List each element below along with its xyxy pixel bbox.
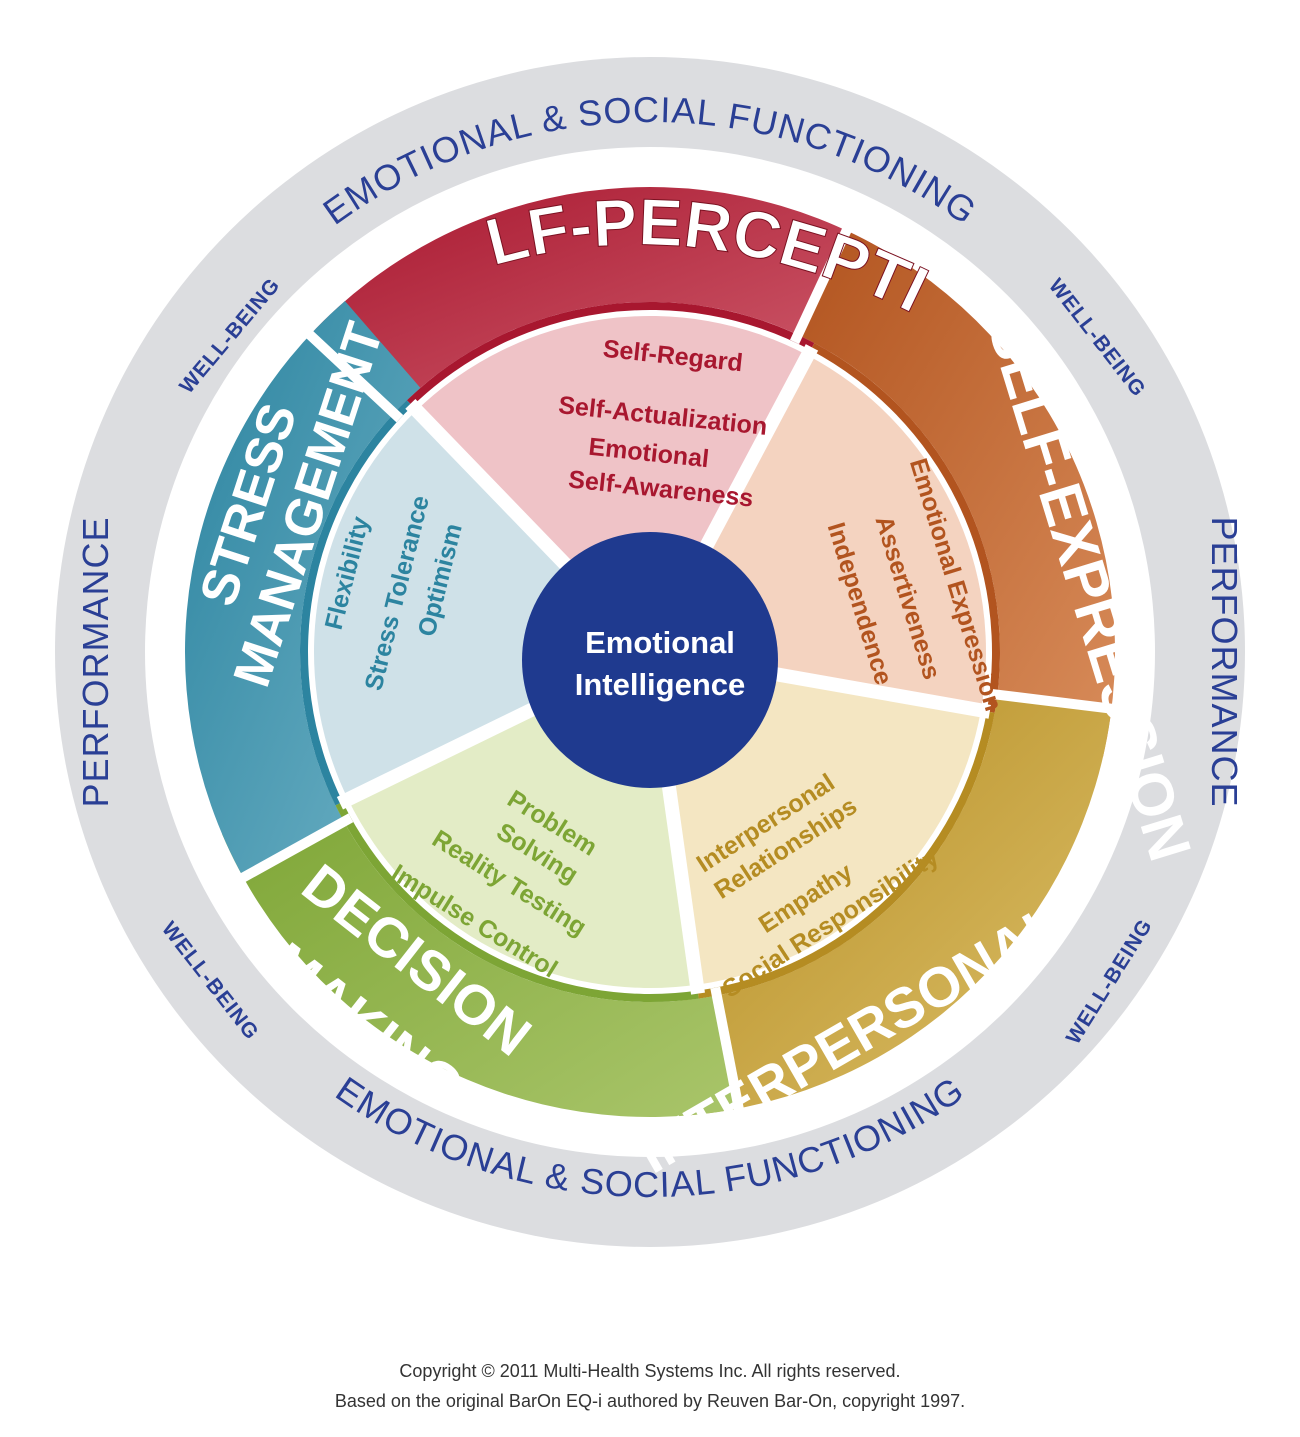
center-hub: Emotional Intelligence bbox=[522, 532, 778, 788]
band-stress-management bbox=[185, 301, 421, 878]
band-decision-making bbox=[221, 788, 739, 1118]
copyright-line-1: Copyright © 2011 Multi-Health Systems In… bbox=[399, 1361, 901, 1381]
copyright-footer: Copyright © 2011 Multi-Health Systems In… bbox=[0, 1356, 1300, 1416]
center-label-line2: Intelligence bbox=[575, 667, 746, 702]
eq-wheel-diagram: EMOTIONAL & SOCIAL FUNCTIONING EMOTIONAL… bbox=[0, 0, 1245, 1247]
band-self-perception bbox=[309, 187, 890, 414]
accent-arc-interpersonal bbox=[697, 711, 995, 999]
accent-arc-self-expression bbox=[810, 342, 1000, 713]
ring-label-left: PERFORMANCE bbox=[75, 516, 116, 807]
ring-label-right: PERFORMANCE bbox=[1204, 516, 1245, 807]
band-separator-self-perception bbox=[303, 328, 404, 423]
band-separator-interpersonal bbox=[988, 688, 1117, 715]
band-self-expression bbox=[797, 230, 1115, 757]
sector-self-perception bbox=[416, 316, 808, 652]
center-label-line1: Emotional bbox=[585, 625, 735, 660]
center-circle bbox=[522, 532, 778, 788]
band-separator-decision-making bbox=[710, 986, 745, 1114]
accent-arc-decision-making bbox=[335, 801, 699, 1002]
composite-bands bbox=[185, 187, 1115, 1118]
band-separator-self-expression bbox=[790, 224, 853, 345]
band-interpersonal bbox=[680, 694, 1112, 1116]
band-separator-stress-management bbox=[237, 813, 354, 884]
sector-stress-management bbox=[314, 410, 650, 800]
copyright-line-2: Based on the original BarOn EQ-i authore… bbox=[334, 1391, 966, 1411]
